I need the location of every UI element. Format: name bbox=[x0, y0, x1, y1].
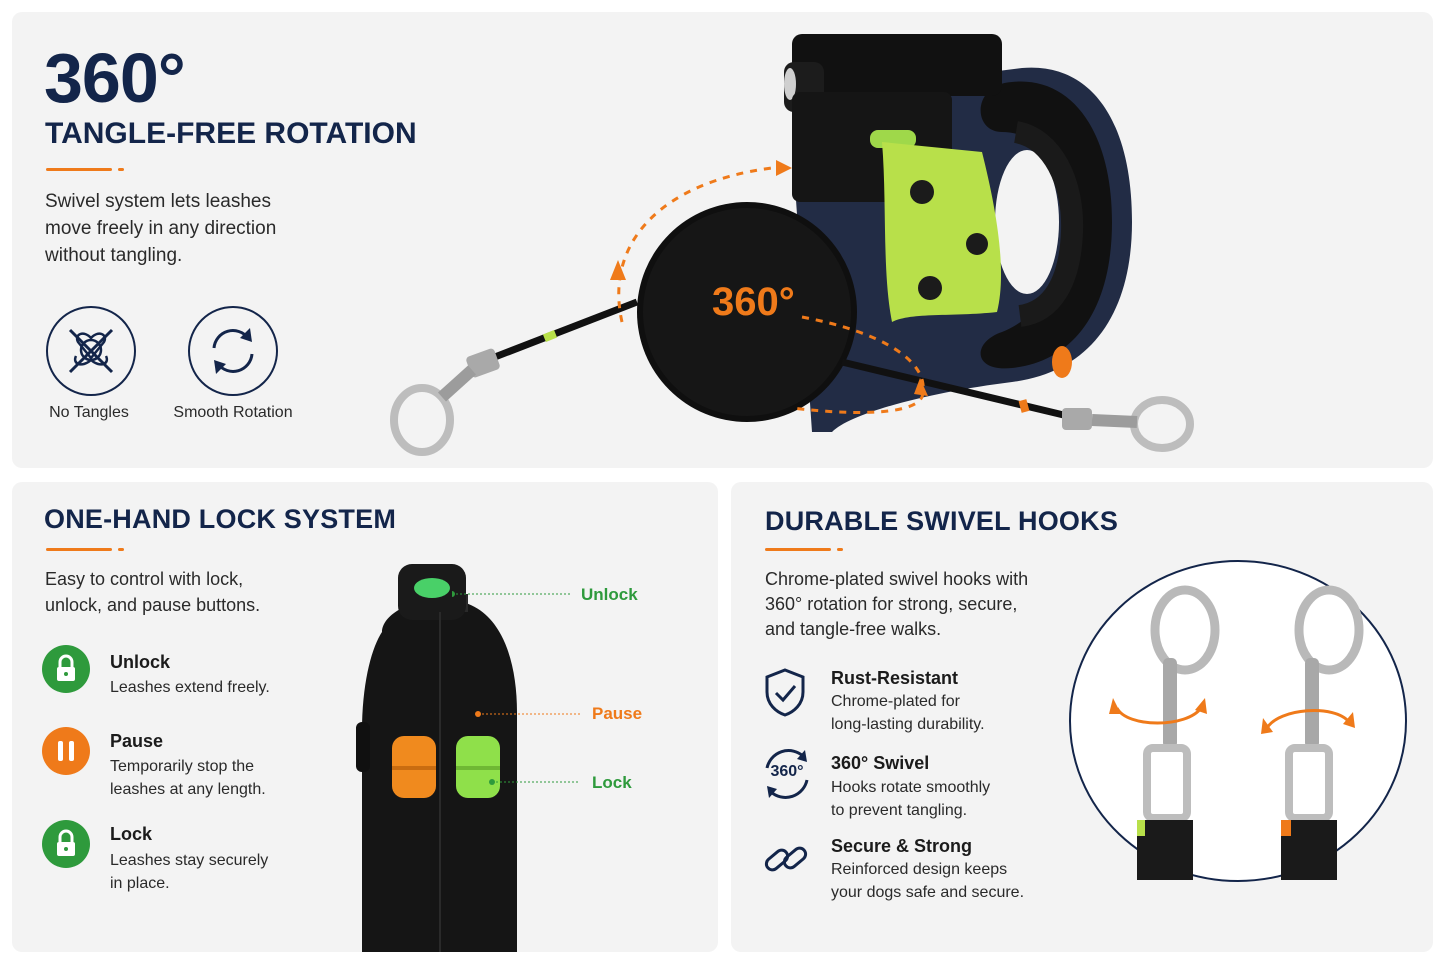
rust-resistant-title: Rust-Resistant bbox=[831, 668, 959, 688]
swivel-hooks-description: Chrome-plated swivel hooks with 360° rot… bbox=[765, 569, 1029, 639]
unlock-callout: Unlock bbox=[581, 585, 638, 604]
swivel-hooks-closeup bbox=[1069, 560, 1407, 882]
tangle-free-subtitle: TANGLE-FREE ROTATION bbox=[45, 117, 417, 150]
shield-check-icon bbox=[761, 666, 809, 718]
smooth-rotation-label: Smooth Rotation bbox=[173, 404, 293, 421]
swivel-360-text: Hooks rotate smoothly to prevent tanglin… bbox=[831, 779, 991, 819]
unlock-feature-title: Unlock bbox=[110, 652, 171, 672]
lock-icon bbox=[42, 820, 90, 868]
lock-feature-title: Lock bbox=[110, 824, 153, 844]
swivel-hooks-title: DURABLE SWIVEL HOOKS bbox=[765, 506, 1119, 536]
swivel-360-title: 360° Swivel bbox=[831, 753, 930, 773]
no-tangles-label: No Tangles bbox=[49, 404, 129, 421]
lock-system-panel: ONE-HAND LOCK SYSTEM Easy to control wit… bbox=[12, 482, 718, 952]
accent-rule bbox=[765, 548, 843, 551]
rust-resistant-text: Chrome-plated for long-lasting durabilit… bbox=[831, 693, 985, 733]
pause-callout: Pause bbox=[592, 704, 643, 723]
accent-rule bbox=[46, 168, 124, 171]
callout-lines bbox=[452, 591, 580, 785]
lock-callout: Lock bbox=[592, 773, 632, 792]
pause-icon bbox=[42, 727, 90, 775]
accent-rule bbox=[46, 548, 124, 551]
no-tangles-icon bbox=[46, 306, 136, 396]
chain-link-icon bbox=[761, 836, 811, 882]
lock-system-title: ONE-HAND LOCK SYSTEM bbox=[44, 504, 397, 534]
lock-buttons-closeup bbox=[356, 564, 517, 952]
secure-strong-title: Secure & Strong bbox=[831, 836, 973, 856]
pause-feature-title: Pause bbox=[110, 731, 164, 751]
device-360-badge: 360° bbox=[712, 280, 795, 324]
smooth-rotation-icon bbox=[188, 306, 278, 396]
unlock-feature-text: Leashes extend freely. bbox=[110, 679, 270, 696]
secure-strong-text: Reinforced design keeps your dogs safe a… bbox=[831, 861, 1025, 901]
rotation-360-icon: 360° bbox=[759, 746, 815, 802]
lock-feature-text: Leashes stay securely in place. bbox=[110, 852, 269, 892]
pause-feature-text: Temporarily stop the leashes at any leng… bbox=[110, 758, 266, 798]
leash-device-illustration bbox=[390, 34, 1194, 456]
unlock-icon bbox=[42, 645, 90, 693]
big-360-heading: 360° bbox=[44, 39, 186, 117]
rotation-description: Swivel system lets leashes move freely i… bbox=[45, 191, 277, 266]
rotation-panel: 360° TANGLE-FREE ROTATION Swivel system … bbox=[12, 12, 1433, 468]
rotation-360-badge: 360° bbox=[770, 763, 804, 780]
swivel-hooks-panel: DURABLE SWIVEL HOOKS Chrome-plated swive… bbox=[731, 482, 1433, 952]
lock-system-description: Easy to control with lock, unlock, and p… bbox=[45, 569, 261, 615]
